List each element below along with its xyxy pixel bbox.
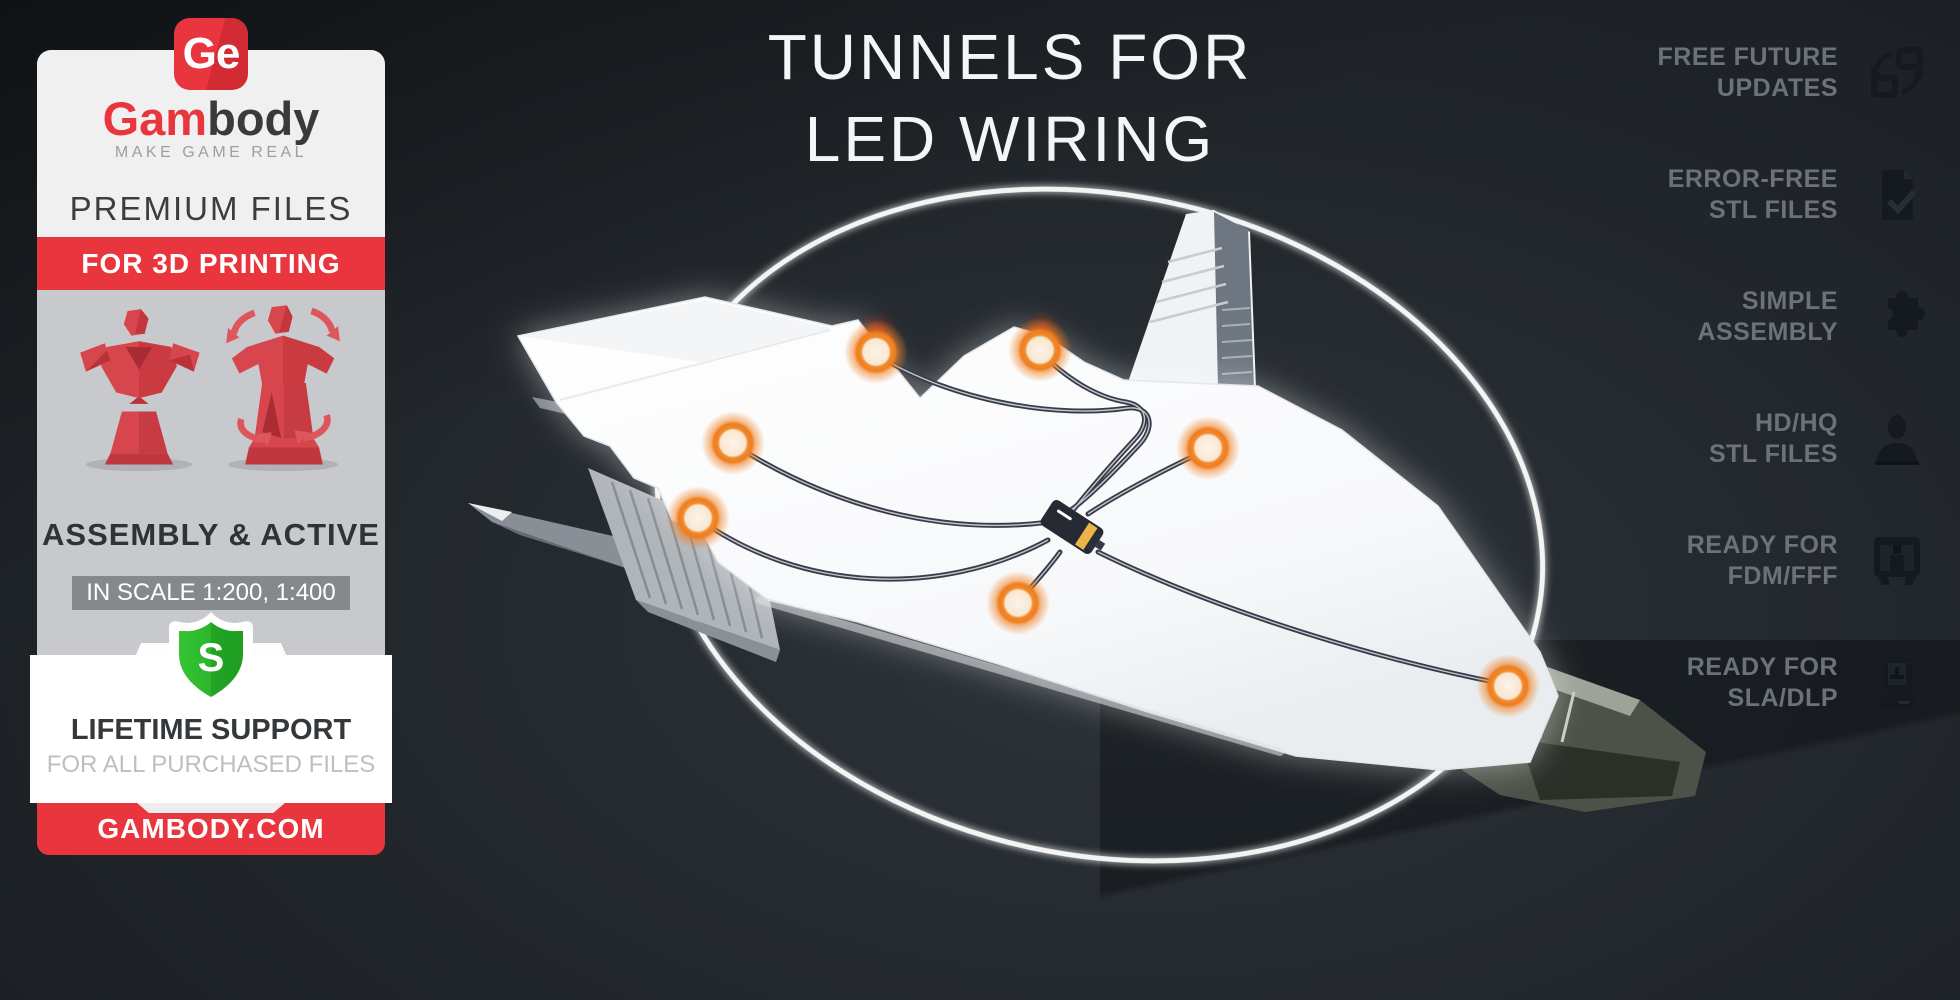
active-figurine [226,305,340,472]
feature-list: FREE FUTURE UPDATES ERROR-FREE [1658,40,1937,772]
battery-connector [1040,499,1106,555]
figurines-illustration [80,305,340,472]
title-line-2: LED WIRING [804,103,1216,175]
sla-printer-icon [1858,650,1936,716]
bust-icon [1858,406,1936,472]
feature-line: ERROR-FREE [1667,165,1838,193]
led-point [986,571,1050,635]
assembly-active-label: ASSEMBLY & ACTIVE [42,517,380,552]
gambody-logo-badge: Ge [174,18,248,90]
card-middle: ASSEMBLY & ACTIVE IN SCALE 1:200, 1:400 [37,290,385,655]
led-point [1476,654,1540,718]
feature-line: SLA/DLP [1727,684,1838,712]
feature-line: ASSEMBLY [1697,318,1838,346]
assembly-figurine [80,309,200,472]
purchased-files-label: FOR ALL PURCHASED FILES [46,751,376,778]
feature-label: READY FOR FDM/FFF [1687,530,1838,592]
support-section: S LIFETIME SUPPORT FOR ALL PURCHASED FIL… [30,612,392,803]
brand-card: Ge Gambody MAKE GAME REAL PREMIUM FILES … [30,0,392,855]
title-line-1: TUNNELS FOR [767,21,1253,93]
led-point [1008,314,1072,382]
feature-hd-hq: HD/HQ STL FILES [1658,406,1937,472]
led-point [844,316,908,384]
lifetime-support-label: LIFETIME SUPPORT [70,714,352,746]
for-3d-printing-banner: FOR 3D PRINTING [37,237,385,290]
ribbon-fold-right [385,803,392,819]
rotation-arrows [226,307,340,446]
led-point [666,486,730,550]
ribbon-fold-left [30,803,37,819]
banner-notch [137,803,285,813]
brand-part-red: Gam [102,92,208,145]
feature-error-free: ERROR-FREE STL FILES [1658,162,1937,228]
feature-ready-sla: READY FOR SLA/DLP [1658,650,1937,716]
fdm-printer-icon [1858,528,1936,594]
updates-icon [1858,40,1936,106]
site-url: GAMBODY.COM [97,813,325,844]
shield-letter: S [198,636,225,680]
feature-label: READY FOR SLA/DLP [1687,652,1838,714]
brand-part-dark: body [207,92,320,145]
gambody-site-banner[interactable]: GAMBODY.COM [30,803,392,855]
feature-label: FREE FUTURE UPDATES [1658,42,1839,104]
feature-line: UPDATES [1716,74,1838,102]
feature-simple-assembly: SIMPLE ASSEMBLY [1658,284,1937,350]
feature-label: ERROR-FREE STL FILES [1668,164,1838,226]
feature-line: READY FOR [1686,653,1838,681]
led-wires [696,349,1507,687]
page-title: TUNNELS FOR LED WIRING [660,16,1360,180]
led-point [701,411,765,475]
document-check-icon [1858,162,1936,228]
feature-line: READY FOR [1686,531,1838,559]
feature-free-updates: FREE FUTURE UPDATES [1658,40,1937,106]
feature-line: SIMPLE [1741,287,1838,315]
brand-tagline: MAKE GAME REAL [114,144,308,161]
feature-line: STL FILES [1708,440,1838,468]
premium-files-label: PREMIUM FILES [69,190,353,227]
ship-hull [516,296,1559,771]
feature-line: FREE FUTURE [1657,43,1838,71]
ship-tail-fin [1126,210,1256,388]
puzzle-icon [1858,284,1936,350]
feature-line: FDM/FFF [1727,562,1838,590]
feature-label: SIMPLE ASSEMBLY [1697,286,1838,348]
brand-wordmark: Gambody [37,94,385,144]
scale-badge: IN SCALE 1:200, 1:400 [72,576,350,610]
brand-card-body: Gambody MAKE GAME REAL PREMIUM FILES FOR… [30,50,392,855]
led-points [666,314,1540,718]
feature-ready-fdm: READY FOR FDM/FFF [1658,528,1937,594]
feature-line: HD/HQ [1754,409,1838,437]
shield-icon: S [169,612,253,706]
led-point [1176,416,1240,480]
feature-label: HD/HQ STL FILES [1709,408,1838,470]
feature-line: STL FILES [1708,196,1838,224]
